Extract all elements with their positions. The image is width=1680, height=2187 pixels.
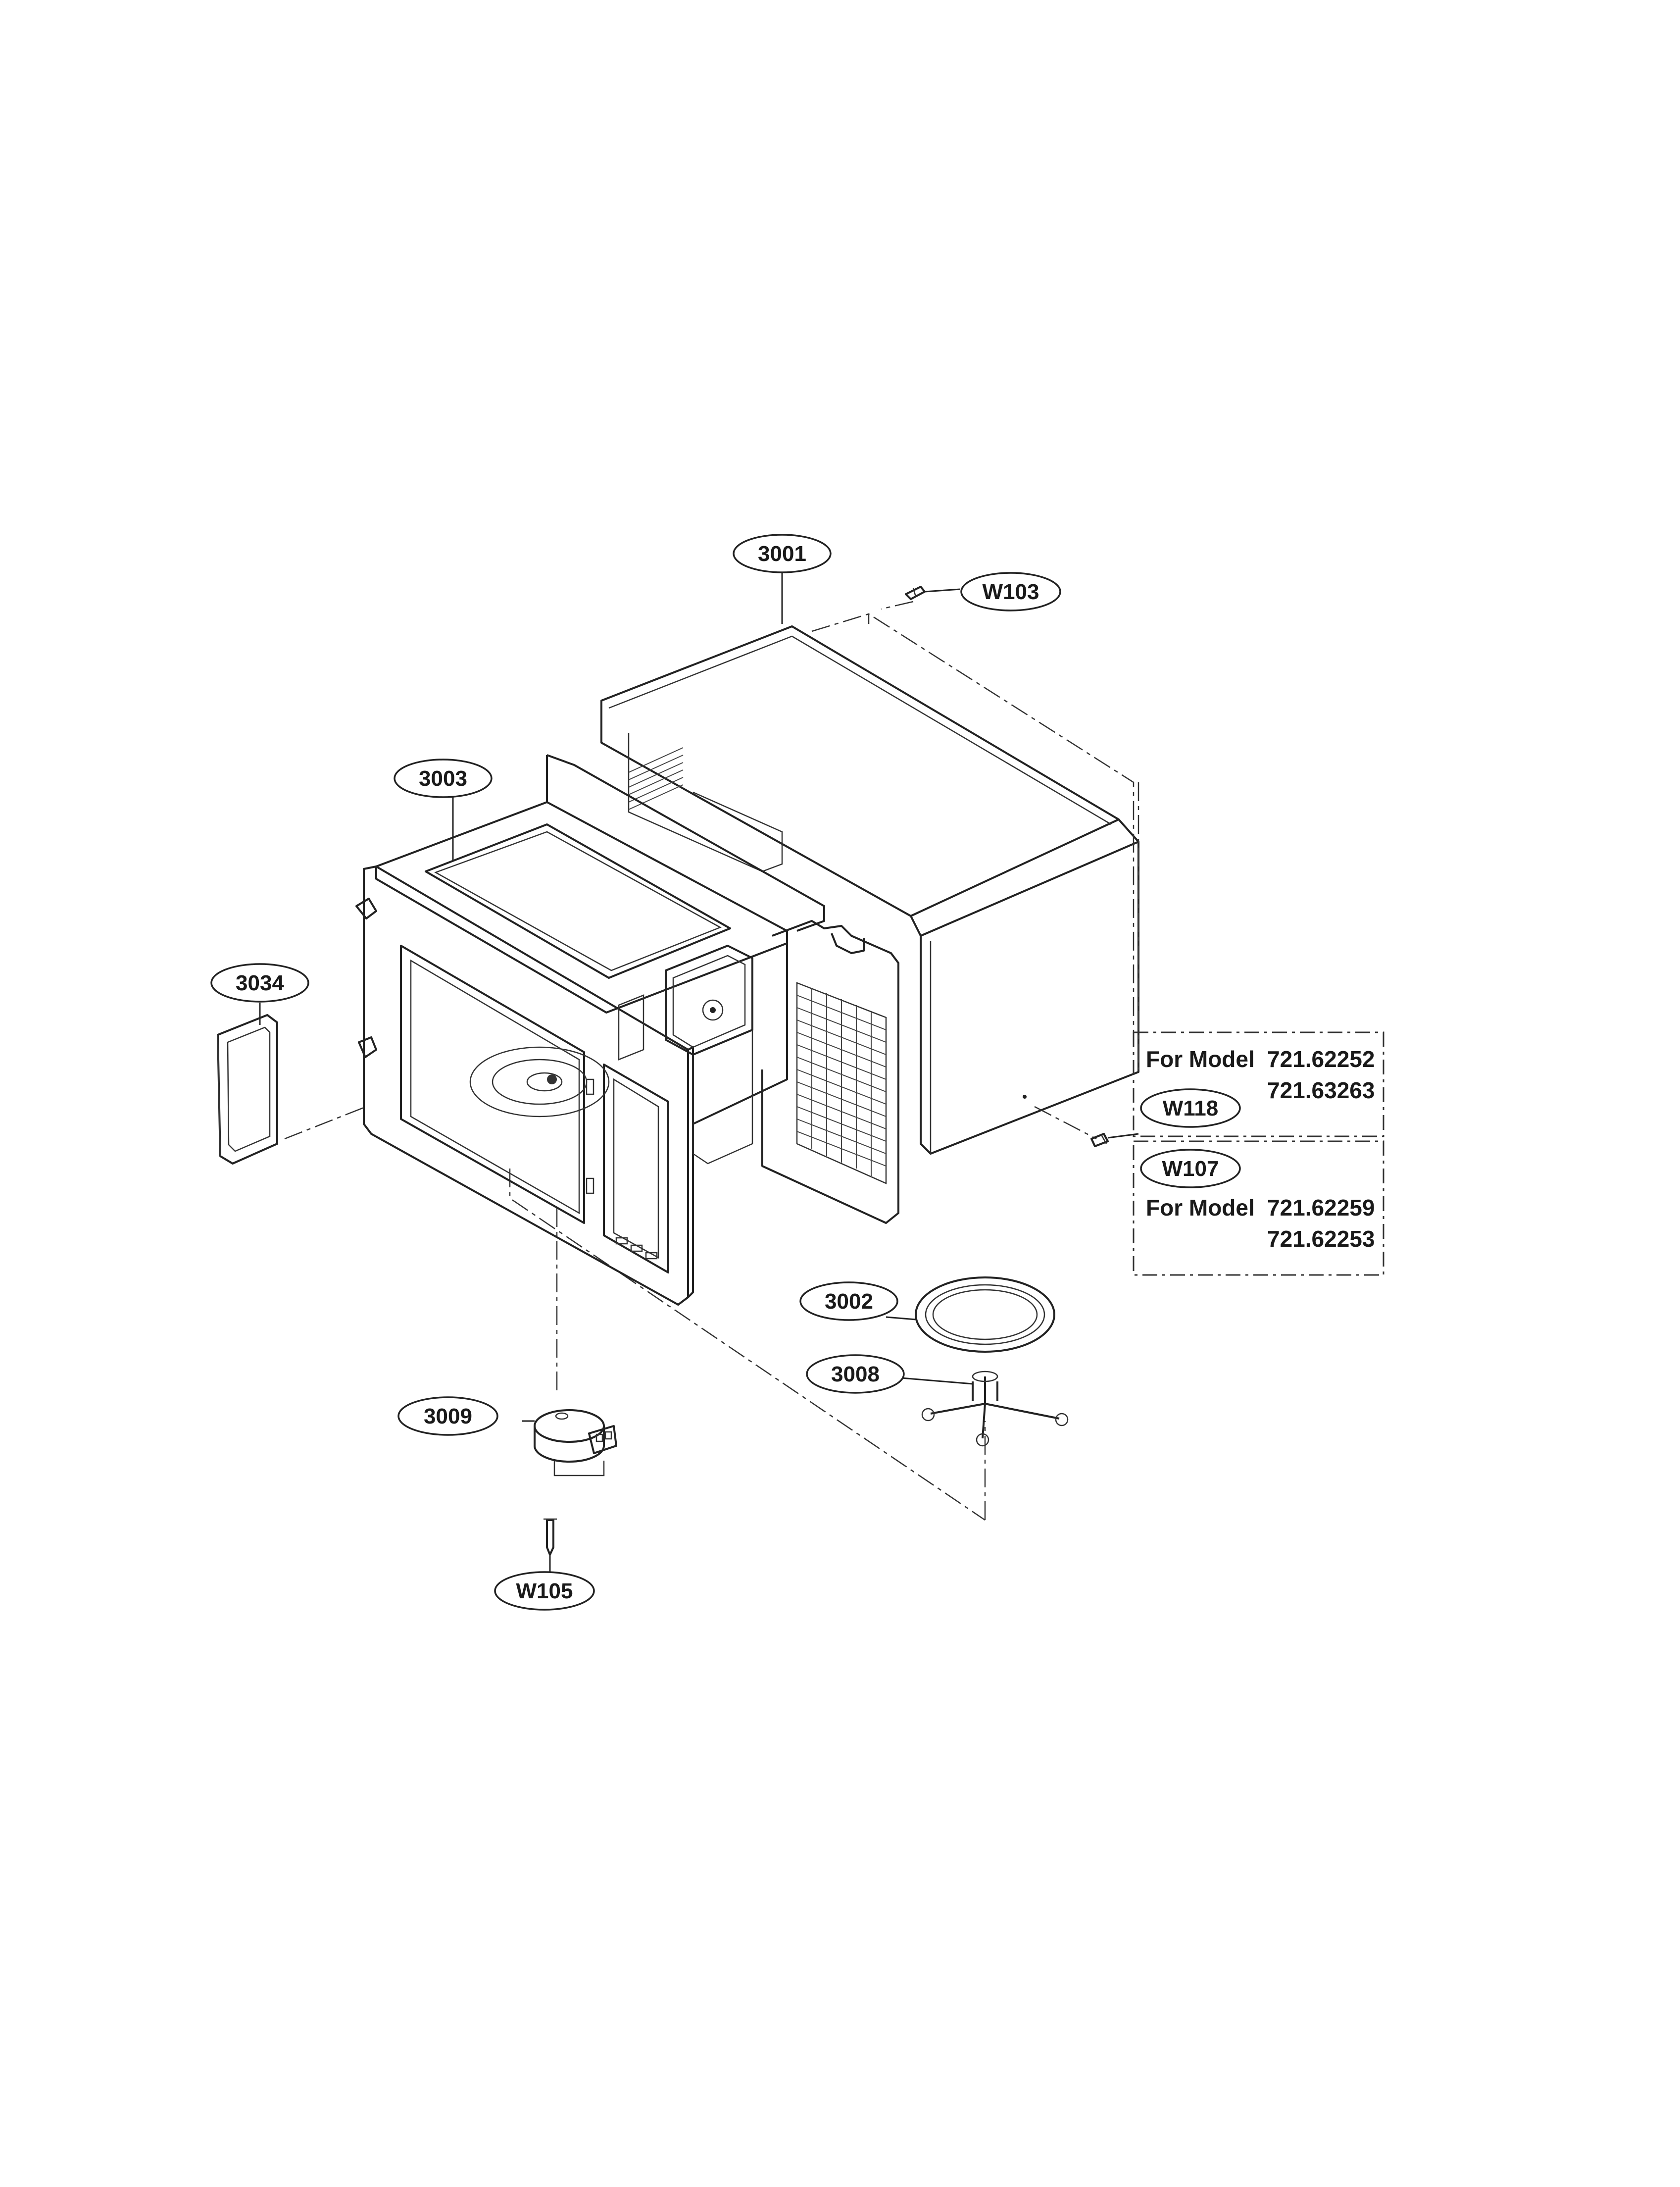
model-box-1 <box>1133 1031 1384 1137</box>
svg-text:3034: 3034 <box>236 971 284 995</box>
callout-3003: 3003 <box>394 759 493 798</box>
note2-model-b: 721.62253 <box>1267 1226 1375 1252</box>
svg-text:W105: W105 <box>516 1579 573 1603</box>
turntable-motor-3009 <box>534 1409 617 1476</box>
waveguide-cover-3034 <box>217 1014 278 1165</box>
leader-lines <box>259 572 1139 1572</box>
screw-w118 <box>1090 1133 1109 1147</box>
note1-model-a: 721.62252 <box>1267 1046 1375 1072</box>
outer-cabinet-3001 <box>600 625 1139 1155</box>
svg-text:3009: 3009 <box>424 1404 472 1428</box>
svg-text:W107: W107 <box>1162 1157 1219 1181</box>
callout-w107: W107 <box>1140 1149 1241 1188</box>
cabinet-side-vent <box>628 747 684 810</box>
screw-w103 <box>905 586 926 600</box>
oven-cavity-3003 <box>355 754 899 1306</box>
svg-text:W118: W118 <box>1163 1096 1219 1120</box>
callout-w105: W105 <box>494 1571 595 1611</box>
svg-text:3002: 3002 <box>825 1289 873 1314</box>
callout-3034: 3034 <box>210 963 309 1003</box>
callout-3009: 3009 <box>397 1396 498 1436</box>
svg-text:3001: 3001 <box>758 542 806 566</box>
model-box-2 <box>1133 1140 1384 1276</box>
model-note-1: For Model 721.62252 721.63263 <box>1146 1046 1375 1103</box>
note1-for-model: For Model <box>1146 1046 1255 1072</box>
roller-ring-3002 <box>915 1276 1055 1353</box>
svg-text:W103: W103 <box>983 580 1039 604</box>
note1-model-b: 721.63263 <box>1267 1077 1375 1103</box>
svg-text:3008: 3008 <box>831 1362 880 1386</box>
note2-for-model: For Model <box>1146 1195 1255 1221</box>
screw-w105 <box>544 1518 557 1556</box>
callout-3001: 3001 <box>733 534 832 573</box>
rear-vent-grill <box>796 988 887 1176</box>
callout-w118: W118 <box>1140 1088 1241 1128</box>
coupler-3008 <box>921 1371 1069 1447</box>
assembly-lines <box>284 601 1139 1521</box>
callout-3002: 3002 <box>799 1281 898 1321</box>
callout-w103: W103 <box>960 572 1061 611</box>
svg-text:3003: 3003 <box>419 766 467 791</box>
callout-3008: 3008 <box>806 1354 905 1394</box>
model-note-2: For Model 721.62259 721.62253 <box>1146 1195 1375 1252</box>
note2-model-a: 721.62259 <box>1267 1195 1375 1221</box>
